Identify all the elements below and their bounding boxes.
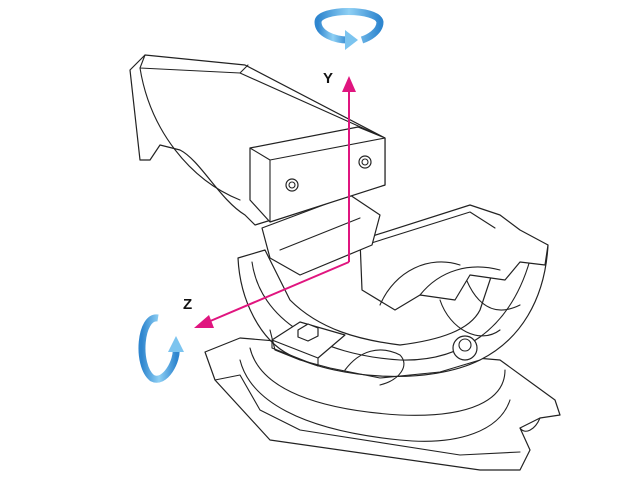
z-axis-label: Z: [183, 296, 193, 313]
fixed-jaw: [359, 204, 549, 311]
y-axis-arrowhead: [342, 76, 356, 92]
z-rotation-arrow-icon: [138, 314, 184, 383]
z-axis-arrowhead: [194, 315, 214, 328]
locking-plate: [271, 321, 478, 367]
axis-lines: [194, 76, 356, 328]
y-axis-label: Y: [323, 70, 334, 87]
jaw-screw-right: [358, 155, 372, 169]
hex-nut-right: [452, 335, 478, 361]
y-rotation-arrow-icon: [314, 8, 384, 50]
vise-base: [204, 337, 561, 471]
z-axis: [207, 261, 350, 323]
jaw-screw-left: [285, 178, 299, 192]
hex-bolt-left: [297, 323, 319, 342]
moving-jaw: [129, 54, 386, 226]
jaw-plate: [249, 126, 386, 223]
